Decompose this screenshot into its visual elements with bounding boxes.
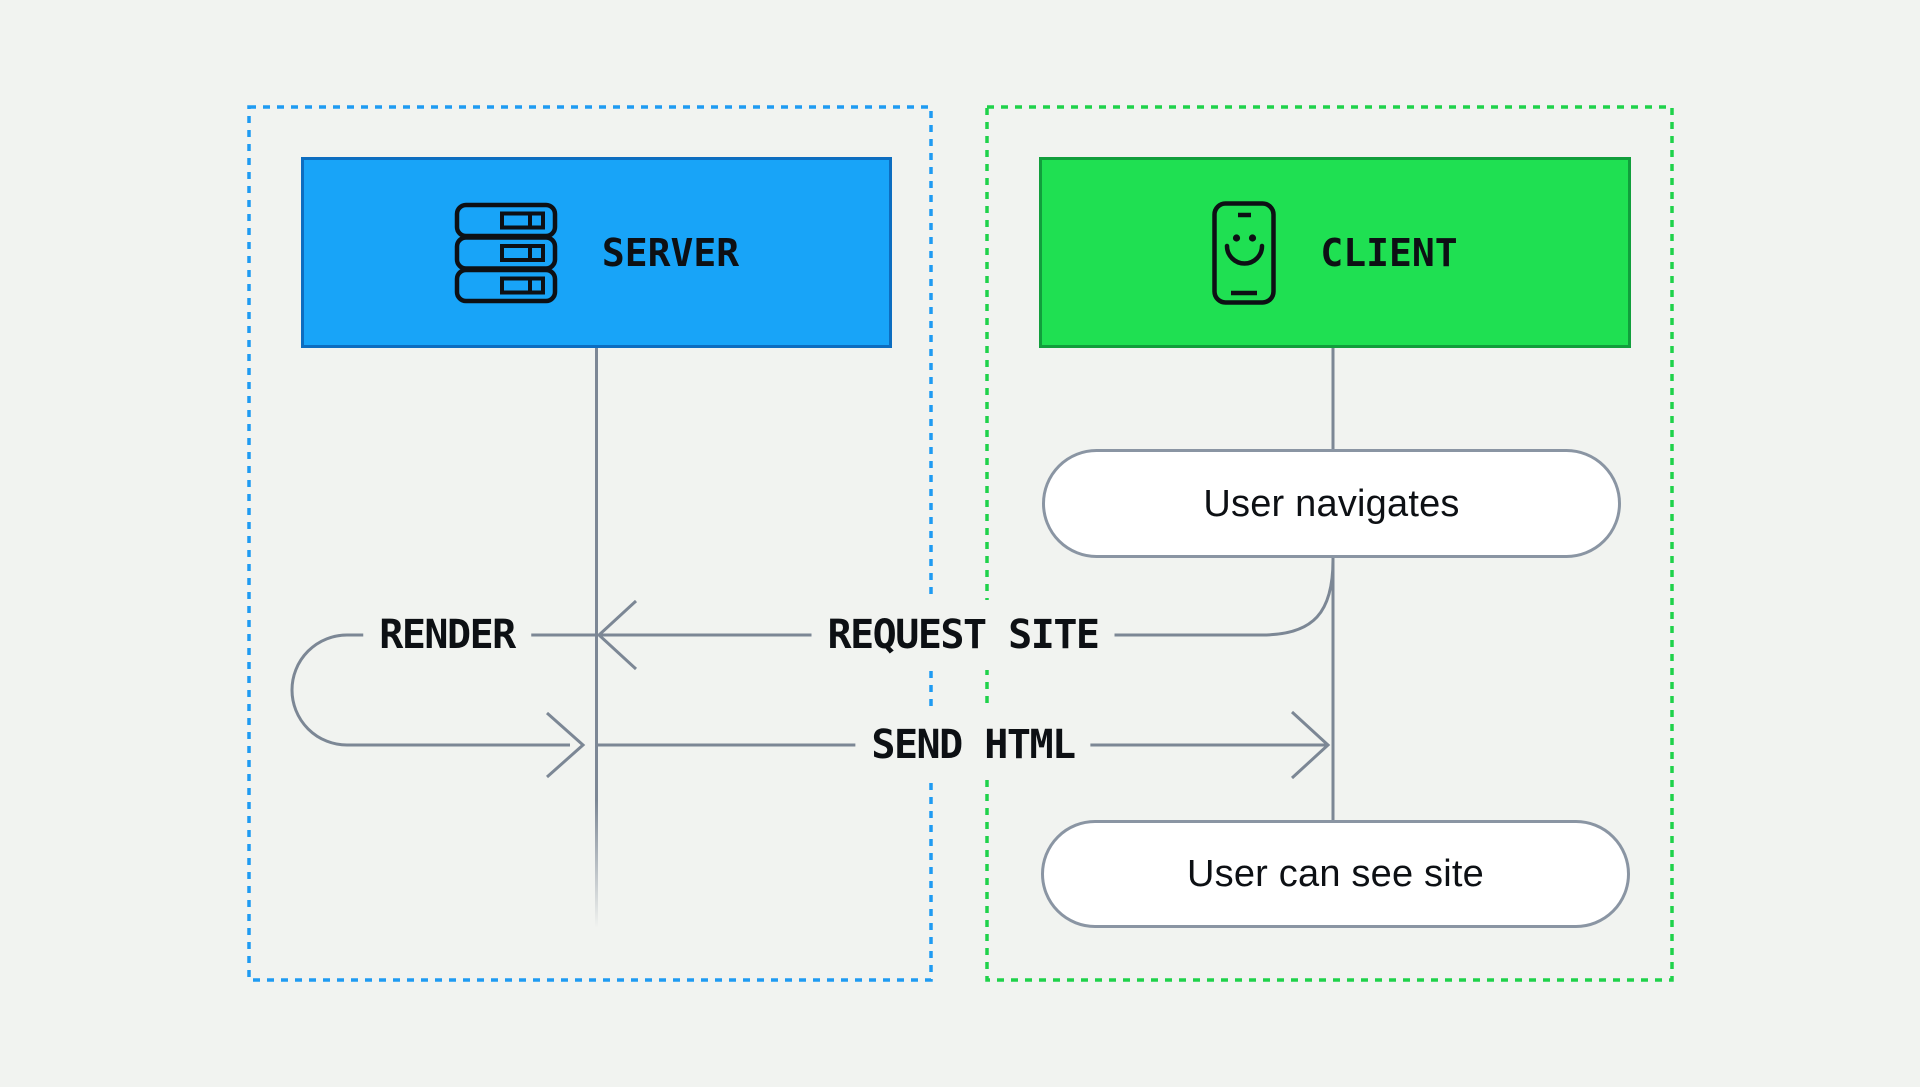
step-user-can-see-site-label: User can see site (1187, 853, 1484, 895)
render-loop-arrowhead (546, 711, 586, 779)
server-node: SERVER (301, 157, 892, 348)
render-label: RENDER (363, 600, 531, 670)
client-label: CLIENT (1320, 230, 1458, 275)
request-site-label: REQUEST SITE (811, 600, 1115, 670)
render-loop-arrow (290, 633, 596, 747)
step-user-navigates: User navigates (1042, 449, 1621, 558)
client-lane-border (985, 105, 1674, 982)
request-site-arrow (599, 559, 1335, 637)
server-label: SERVER (601, 230, 740, 275)
request-site-arrowhead (596, 599, 638, 671)
send-html-label: SEND HTML (855, 710, 1091, 780)
send-html-arrowhead (1290, 710, 1331, 780)
smartphone-smiley-icon (1212, 200, 1277, 305)
client-node: CLIENT (1039, 157, 1631, 348)
step-user-can-see-site: User can see site (1041, 820, 1630, 928)
server-lane-border (247, 105, 933, 982)
server-rack-icon (454, 202, 558, 303)
step-user-navigates-label: User navigates (1203, 482, 1460, 525)
